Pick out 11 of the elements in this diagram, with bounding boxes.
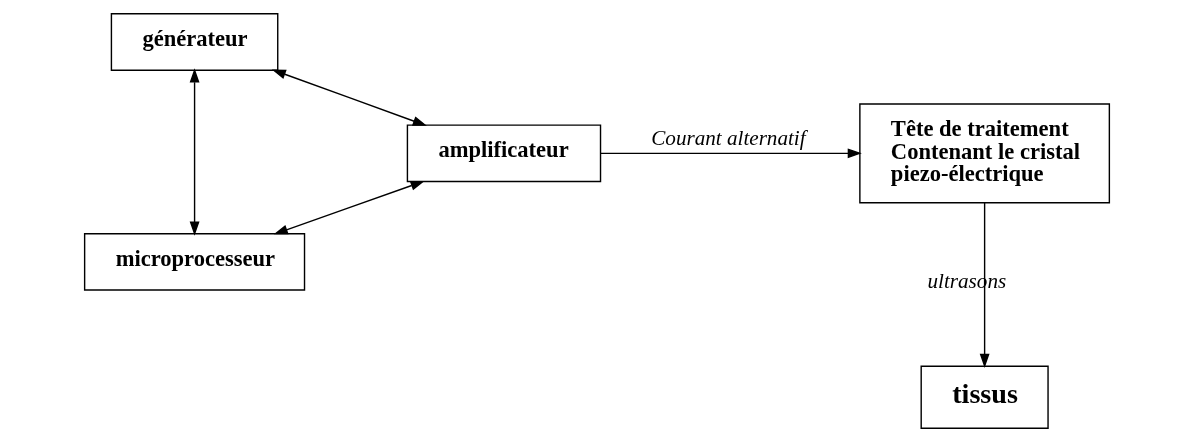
arrow xyxy=(271,69,427,126)
arrow xyxy=(600,148,862,159)
node-box: générateur xyxy=(110,13,279,71)
node-box: amplificateur xyxy=(406,124,602,183)
edge-label: Courant alternatif xyxy=(651,125,806,150)
node-box: microprocesseur xyxy=(83,233,306,291)
node-box: Tête de traitement Contenant le cristal piezo-électrique xyxy=(859,103,1111,204)
arrow xyxy=(979,202,990,368)
arrow xyxy=(189,68,200,236)
node-box: tissus xyxy=(920,365,1049,429)
arrow xyxy=(273,180,425,235)
